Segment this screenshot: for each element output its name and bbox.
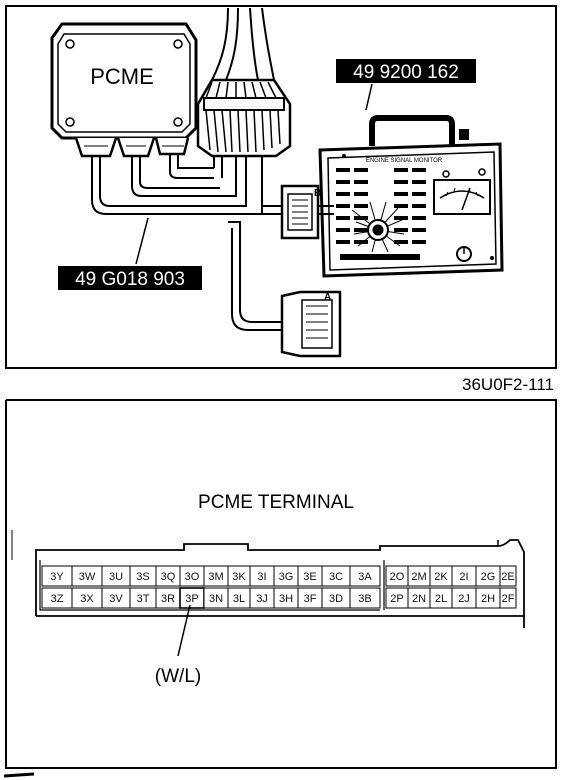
terminal-pin-label: 3E (303, 571, 316, 583)
terminal-cell (349, 587, 381, 609)
terminal-pin-label: 2M (411, 571, 426, 583)
terminal-pin-label: 2N (412, 593, 426, 605)
wire-leader-line (177, 604, 191, 657)
rotary-selector (351, 201, 405, 253)
adapter-part-number: 49 G018 903 (75, 269, 185, 290)
terminal-pin-label: 3S (136, 571, 149, 583)
terminal-cell (499, 587, 517, 609)
terminal-pin-label: 3G (279, 571, 294, 583)
figure-code: 36U0F2-111 (462, 375, 554, 394)
terminal-pin-label: 2F (502, 593, 515, 605)
monitor-part-callout: 49 9200 162 (336, 59, 476, 111)
terminal-pin-label: 2P (390, 593, 403, 605)
top-figure: PCME (5, 5, 557, 369)
adapter-part-callout: 49 G018 903 (58, 217, 202, 290)
bottom-figure: PCME TERMINAL 3Y 3W 3U 3S 3Q 3O 3M 3K 3I 3G 3E 3C 3A… (5, 399, 557, 769)
wire-color-note: (W/L) (155, 666, 201, 687)
connector-a-letter: A (324, 292, 331, 303)
terminal-pin-label: 3Q (161, 571, 176, 583)
terminal-title: PCME TERMINAL (198, 492, 354, 513)
terminal-pin-label: 2K (434, 571, 448, 583)
terminal-pin-label: 3Z (51, 593, 64, 605)
terminal-pin-label: 3W (79, 571, 96, 583)
monitor-switch-grid (336, 168, 426, 260)
terminal-pin-label: 3Y (50, 571, 64, 583)
terminal-pin-label: 3H (279, 593, 293, 605)
top-figure-border (5, 5, 557, 369)
monitor-panel-text: ENGINE SIGNAL MONITOR (366, 158, 443, 164)
terminal-pin-label: 3A (358, 571, 372, 583)
terminal-pin-label: 2J (458, 593, 470, 605)
terminal-pin-label: 3P (185, 593, 198, 605)
terminal-pin-label: 3F (304, 593, 317, 605)
connector-a: A (280, 290, 342, 358)
pcme-module: PCME (50, 22, 198, 158)
terminal-pin-label: 3T (137, 593, 150, 605)
terminal-pin-label: 3O (185, 571, 200, 583)
wire-bundle-top (211, 7, 275, 81)
terminal-pin-label: 2O (390, 571, 405, 583)
terminal-pin-label: 2G (481, 571, 496, 583)
terminal-pin-label: 2L (435, 593, 447, 605)
breakout-hub (196, 78, 292, 158)
terminal-pin-label: 3C (329, 571, 343, 583)
connector-b-letter: B (314, 188, 321, 199)
terminal-pin-label: 3I (257, 571, 266, 583)
adapter-harness-cables (91, 132, 282, 331)
terminal-pin-label: 2H (481, 593, 495, 605)
terminal-pin-label: 3L (233, 593, 245, 605)
terminal-pin-label: 3X (80, 593, 94, 605)
terminal-pin-label: 3J (256, 593, 268, 605)
terminal-pin-label: 3R (161, 593, 175, 605)
pcme-label: PCME (90, 64, 154, 89)
terminal-pin-grid: 3Y 3W 3U 3S 3Q 3O 3M 3K 3I 3G 3E 3C 3A 2O 2M 2K 2I 2G 2E 3Z… (41, 565, 517, 609)
terminal-pin-label: 3D (329, 593, 343, 605)
connector-b: B (280, 184, 321, 240)
analog-meter (433, 179, 491, 215)
terminal-pin-label: 3K (232, 571, 246, 583)
terminal-pin-label: 3B (358, 593, 371, 605)
terminal-pin-label: 3U (109, 571, 123, 583)
terminal-pin-label: 2E (501, 571, 514, 583)
terminal-pin-label: 3M (208, 571, 223, 583)
terminal-cell (349, 565, 381, 587)
monitor-part-number: 49 9200 162 (353, 62, 459, 83)
page-edge-mark (3, 772, 35, 778)
terminal-cell (499, 565, 517, 587)
terminal-pin-label: 3N (209, 593, 223, 605)
terminal-pin-label: 3V (109, 593, 123, 605)
pcme-terminal-connector: 3Y 3W 3U 3S 3Q 3O 3M 3K 3I 3G 3E 3C 3A 2O 2M 2K 2I 2G 2E 3Z… (35, 539, 525, 628)
engine-signal-monitor: ENGINE SIGNAL MONITOR (318, 115, 504, 278)
terminal-pin-label: 2I (459, 571, 468, 583)
